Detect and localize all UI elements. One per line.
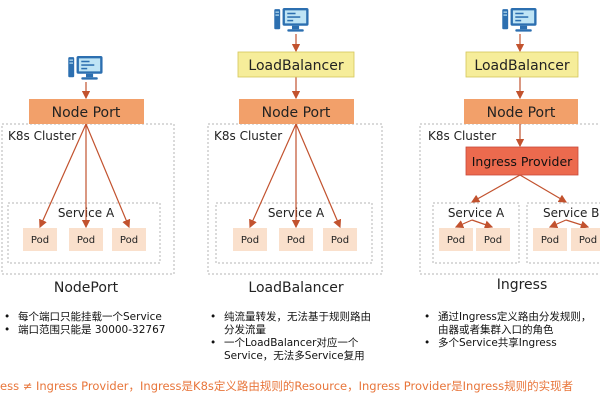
arrow (519, 174, 568, 203)
panel-loadbalancer: K8s Cluster Service A LoadBalancer Node … (207, 8, 383, 275)
bullet-item: 一个LoadBalancer对应一个Service，无法多Service复用 (208, 337, 380, 363)
pod-label: Pod (77, 235, 95, 246)
pod-box (323, 228, 357, 251)
caption-nodeport: NodePort (53, 280, 119, 296)
pod-box (69, 228, 103, 251)
cluster-label: K8s Cluster (214, 129, 282, 143)
nodeport-box (29, 99, 144, 124)
arrow (249, 123, 297, 229)
pod-label: Pod (31, 235, 49, 246)
pod-label: Pod (287, 235, 305, 246)
bullet-item: 每个端口只能挂载一个Service (2, 311, 192, 324)
pod-box (571, 228, 600, 251)
cluster-label: K8s Cluster (428, 129, 496, 143)
loadbalancer-box (237, 51, 355, 78)
cluster-boundary (207, 123, 383, 275)
ingress-provider-box (465, 146, 579, 176)
pod-label: Pod (241, 235, 259, 246)
caption-loadbalancer: LoadBalancer (248, 280, 344, 296)
computer-icon (502, 8, 537, 32)
loadbalancer-label: LoadBalancer (248, 58, 343, 74)
pod-box (439, 228, 473, 251)
service-boundary (432, 202, 520, 264)
pod-box (23, 228, 57, 251)
pod-box (112, 228, 146, 251)
pod-box (533, 228, 567, 251)
arrow (295, 123, 342, 229)
nodeport-label: Node Port (52, 105, 121, 121)
bullet-item: 通过Ingress定义路由分发规则，由器或者集群入口的角色 (422, 311, 600, 337)
nodeport-label: Node Port (262, 105, 331, 121)
pod-box (279, 228, 313, 251)
pod-box (476, 228, 510, 251)
bullet-item: 纯流量转发，无法基于规则路由分发流量 (208, 311, 380, 337)
service-boundary (215, 202, 373, 264)
computer-icon (274, 8, 309, 32)
nodeport-label: Node Port (487, 105, 556, 121)
arrow (85, 123, 131, 229)
pod-label: Pod (579, 235, 597, 246)
service-boundary (526, 202, 600, 264)
nodeport-box (464, 99, 578, 124)
pod-label: Pod (541, 235, 559, 246)
bullets-ingress: 通过Ingress定义路由分发规则，由器或者集群入口的角色 多个Service共… (422, 311, 600, 350)
cluster-boundary (419, 123, 600, 275)
pod-box (233, 228, 267, 251)
arrow (39, 123, 87, 229)
cluster-boundary (1, 123, 175, 275)
bullets-loadbalancer: 纯流量转发，无法基于规则路由分发流量 一个LoadBalancer对应一个Ser… (208, 311, 380, 363)
arrow (454, 219, 473, 228)
bullet-item: 端口范围只能是 30000-32767 (2, 324, 192, 337)
pod-label: Pod (120, 235, 138, 246)
loadbalancer-box (465, 51, 579, 78)
bullets-nodeport: 每个端口只能挂载一个Service 端口范围只能是 30000-32767 (2, 311, 192, 337)
bullet-item: 多个Service共享Ingress (422, 337, 600, 350)
loadbalancer-label: LoadBalancer (474, 58, 569, 74)
pod-label: Pod (484, 235, 502, 246)
panel-ingress: K8s Cluster Service A Service B LoadBala… (419, 8, 600, 275)
arrow (471, 219, 494, 229)
arrow (548, 219, 567, 228)
caption-ingress: Ingress (496, 277, 548, 293)
service-label: Service A (448, 206, 505, 220)
panel-nodeport: K8s Cluster Service A Node Port Pod Pod … (1, 56, 175, 275)
pod-label: Pod (331, 235, 349, 246)
computer-icon (68, 56, 103, 80)
service-boundary (7, 202, 161, 264)
pod-label: Pod (447, 235, 465, 246)
cluster-label: K8s Cluster (8, 129, 76, 143)
footer-note: ess ≠ Ingress Provider，Ingress是K8s定义路由规则… (0, 379, 574, 393)
nodeport-box (239, 99, 354, 124)
arrow (470, 174, 521, 203)
ingress-provider-label: Ingress Provider (472, 154, 573, 169)
service-label: Service B (543, 206, 599, 220)
arrow (565, 219, 590, 229)
